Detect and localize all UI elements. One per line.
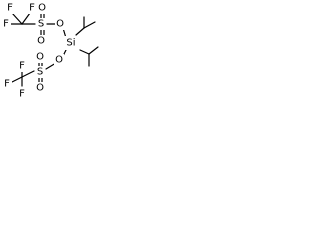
bond-isopropyl-top-methyl-right (83, 21, 96, 29)
bond-s-bottom-cf3-carbon (21, 70, 35, 78)
atom-label-o: O (36, 83, 44, 94)
atom-label-f: F (19, 89, 25, 100)
bonds (9, 12, 99, 87)
atom-label-s: S (38, 19, 44, 30)
atom-label-o: O (37, 36, 45, 47)
atom-o-top-bridge: O (55, 18, 65, 30)
atom-f-bottom-left: F (2, 78, 12, 90)
atom-label-o: O (56, 19, 64, 30)
atom-label-f: F (29, 3, 35, 14)
bond-cf3-top-carbon-f-upper-right (21, 12, 31, 25)
bond-si-isopropyl-top (75, 27, 85, 36)
atom-label-f: F (4, 79, 10, 90)
atom-label-f: F (3, 19, 9, 30)
atom-label-o: O (55, 55, 63, 66)
atom-f-bottom-lower: F (17, 88, 27, 100)
atom-label-f: F (19, 61, 25, 72)
bond-isopropyl-right-methyl-top (88, 46, 99, 55)
atom-f-bottom-top: F (17, 60, 27, 72)
atom-labels: F F F S O O O Si (1, 2, 79, 100)
bond-cf3-top-carbon-f-upper-left (11, 12, 23, 25)
atom-o-top-double-upper: O (37, 2, 47, 14)
atom-f-top-upper-right: F (27, 2, 37, 14)
bond-si-isopropyl-right (79, 49, 90, 55)
atom-si-center: Si (63, 36, 79, 50)
atom-o-top-double-lower: O (36, 35, 46, 47)
atom-s-top: S (36, 18, 46, 30)
atom-o-bottom-bridge: O (54, 54, 64, 66)
atom-label-si: Si (66, 38, 75, 49)
atom-label-f: F (7, 3, 13, 14)
atom-label-o: O (36, 52, 44, 63)
atom-f-top-upper-left: F (5, 2, 15, 14)
atom-o-bottom-double-upper: O (35, 51, 45, 63)
atom-o-bottom-double-lower: O (35, 82, 45, 94)
atom-label-o: O (38, 3, 46, 14)
chemical-structure: F F F S O O O Si (1, 2, 99, 100)
atom-f-top-left: F (1, 18, 11, 30)
atom-s-bottom: S (35, 66, 45, 78)
bond-cf3-bottom-carbon-f-left (11, 76, 23, 83)
atom-label-s: S (37, 67, 43, 78)
